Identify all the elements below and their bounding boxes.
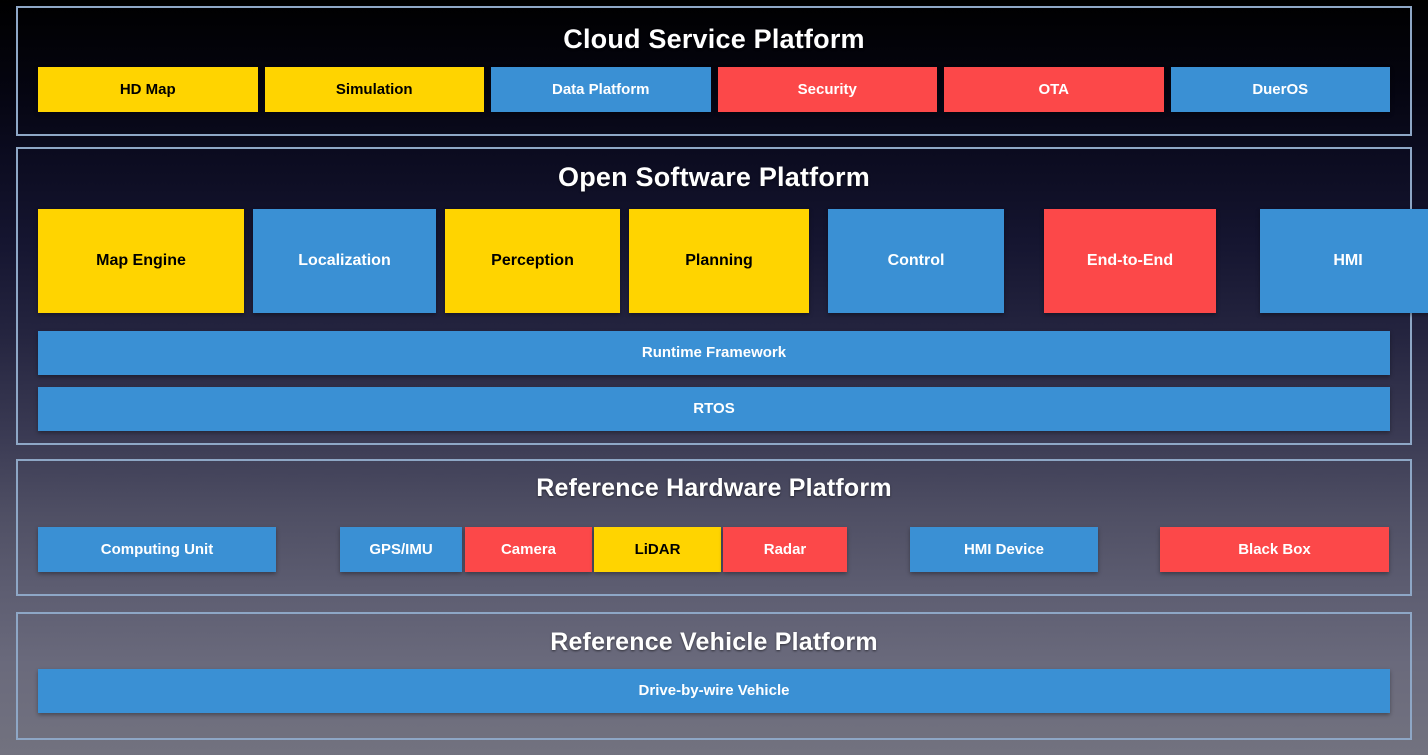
hardware-block-gps-imu[interactable]: GPS/IMU — [340, 527, 462, 572]
hardware-block-camera[interactable]: Camera — [465, 527, 592, 572]
open-software-platform-panel: Open Software Platform Map Engine Locali… — [16, 147, 1428, 445]
software-block-localization[interactable]: Localization — [253, 209, 436, 313]
software-block-map-engine[interactable]: Map Engine — [38, 209, 244, 313]
cloud-block-hd-map[interactable]: HD Map — [38, 67, 258, 112]
cloud-service-platform-title: Cloud Service Platform — [563, 24, 865, 54]
reference-hardware-platform-panel: Reference Hardware Platform Computing Un… — [16, 459, 1412, 596]
cloud-block-simulation[interactable]: Simulation — [264, 67, 484, 112]
software-block-control[interactable]: Control — [828, 209, 1004, 313]
hardware-block-row: Computing Unit GPS/IMU Camera LiDAR Rada… — [38, 527, 1390, 572]
cloud-block-dueros[interactable]: DuerOS — [1170, 67, 1390, 112]
software-block-end-to-end[interactable]: End-to-End — [1044, 209, 1216, 313]
reference-vehicle-platform-panel: Reference Vehicle Platform Drive-by-wire… — [16, 612, 1412, 740]
hardware-block-lidar[interactable]: LiDAR — [594, 527, 721, 572]
hardware-block-black-box[interactable]: Black Box — [1160, 527, 1389, 572]
software-block-planning[interactable]: Planning — [629, 209, 809, 313]
cloud-block-row: HD Map Simulation Data Platform Security… — [38, 67, 1390, 112]
reference-hardware-platform-title: Reference Hardware Platform — [536, 474, 892, 502]
software-bar-rtos[interactable]: RTOS — [38, 387, 1390, 431]
open-software-platform-title: Open Software Platform — [558, 162, 870, 192]
reference-vehicle-platform-title: Reference Vehicle Platform — [550, 628, 878, 656]
hardware-block-computing-unit[interactable]: Computing Unit — [38, 527, 276, 572]
cloud-service-platform-panel: Cloud Service Platform HD Map Simulation… — [16, 6, 1412, 136]
cloud-block-data-platform[interactable]: Data Platform — [491, 67, 711, 112]
software-bar-runtime-framework[interactable]: Runtime Framework — [38, 331, 1390, 375]
software-module-row: Map Engine Localization Perception Plann… — [38, 209, 1428, 313]
cloud-block-ota[interactable]: OTA — [944, 67, 1164, 112]
hardware-block-hmi-device[interactable]: HMI Device — [910, 527, 1098, 572]
cloud-block-security[interactable]: Security — [717, 67, 937, 112]
hardware-block-radar[interactable]: Radar — [723, 527, 847, 572]
vehicle-block-drive-by-wire-vehicle[interactable]: Drive-by-wire Vehicle — [38, 669, 1390, 713]
software-block-perception[interactable]: Perception — [445, 209, 620, 313]
software-block-hmi[interactable]: HMI — [1260, 209, 1428, 313]
